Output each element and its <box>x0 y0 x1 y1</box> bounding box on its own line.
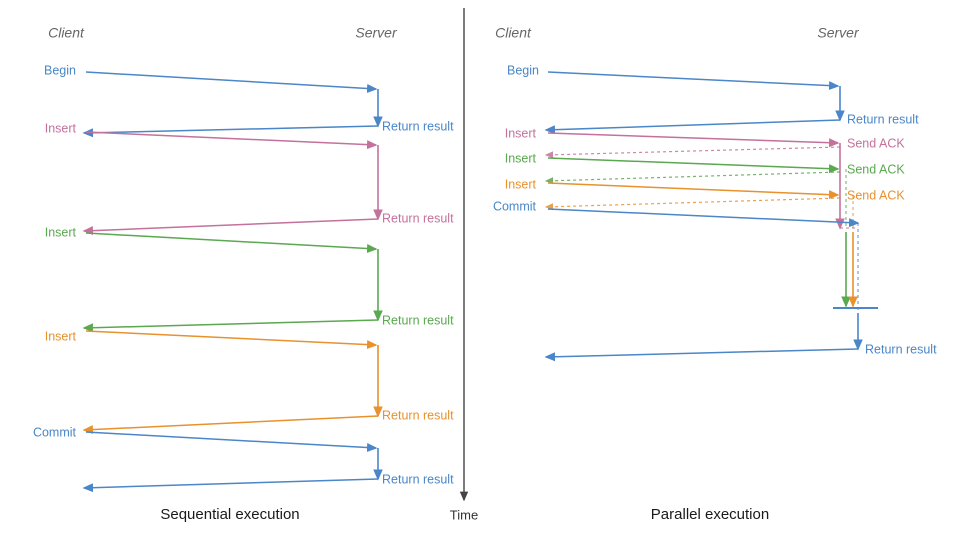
panel-caption: Sequential execution <box>160 506 299 523</box>
message-arrow <box>85 131 378 150</box>
lane-header-client: Client <box>495 25 532 41</box>
message-arrow <box>544 197 841 211</box>
message-arrow <box>544 171 841 185</box>
message-label: Return result <box>382 119 454 133</box>
message-label: Return result <box>382 313 454 327</box>
message-label: Send ACK <box>847 162 905 176</box>
message-arrow <box>547 157 840 174</box>
message-arrow <box>82 125 379 138</box>
message-arrow <box>547 208 860 228</box>
message-label: Begin <box>507 63 539 77</box>
message-arrow <box>544 146 841 159</box>
message-label: Insert <box>45 225 77 239</box>
message-label: Insert <box>505 151 537 165</box>
message-label: Begin <box>44 63 76 77</box>
message-arrow <box>544 119 841 135</box>
message-label: Commit <box>33 425 77 439</box>
message-label: Return result <box>382 408 454 422</box>
message-label: Commit <box>493 199 537 213</box>
lane-header-client: Client <box>48 25 85 41</box>
message-label: Send ACK <box>847 188 905 202</box>
message-arrow <box>85 431 378 452</box>
message-label: Insert <box>505 177 537 191</box>
message-label: Insert <box>505 126 537 140</box>
message-arrow <box>82 319 379 333</box>
message-label: Return result <box>382 211 454 225</box>
message-arrow <box>547 71 840 91</box>
panel-caption: Parallel execution <box>651 506 769 523</box>
time-axis-label: Time <box>450 507 478 522</box>
message-arrow <box>547 132 840 148</box>
message-arrow <box>82 415 379 435</box>
message-arrow <box>82 478 379 493</box>
lane-header-server: Server <box>817 25 860 41</box>
message-label: Return result <box>865 342 937 356</box>
message-arrow <box>85 330 378 350</box>
message-label: Insert <box>45 329 77 343</box>
message-arrow <box>85 71 378 93</box>
lane-header-server: Server <box>355 25 398 41</box>
message-arrow <box>85 232 378 253</box>
message-arrow <box>547 182 840 200</box>
message-arrow <box>82 218 379 236</box>
message-arrow <box>544 348 859 362</box>
message-label: Insert <box>45 121 77 135</box>
message-label: Return result <box>847 112 919 126</box>
message-label: Send ACK <box>847 136 905 150</box>
message-label: Return result <box>382 472 454 486</box>
